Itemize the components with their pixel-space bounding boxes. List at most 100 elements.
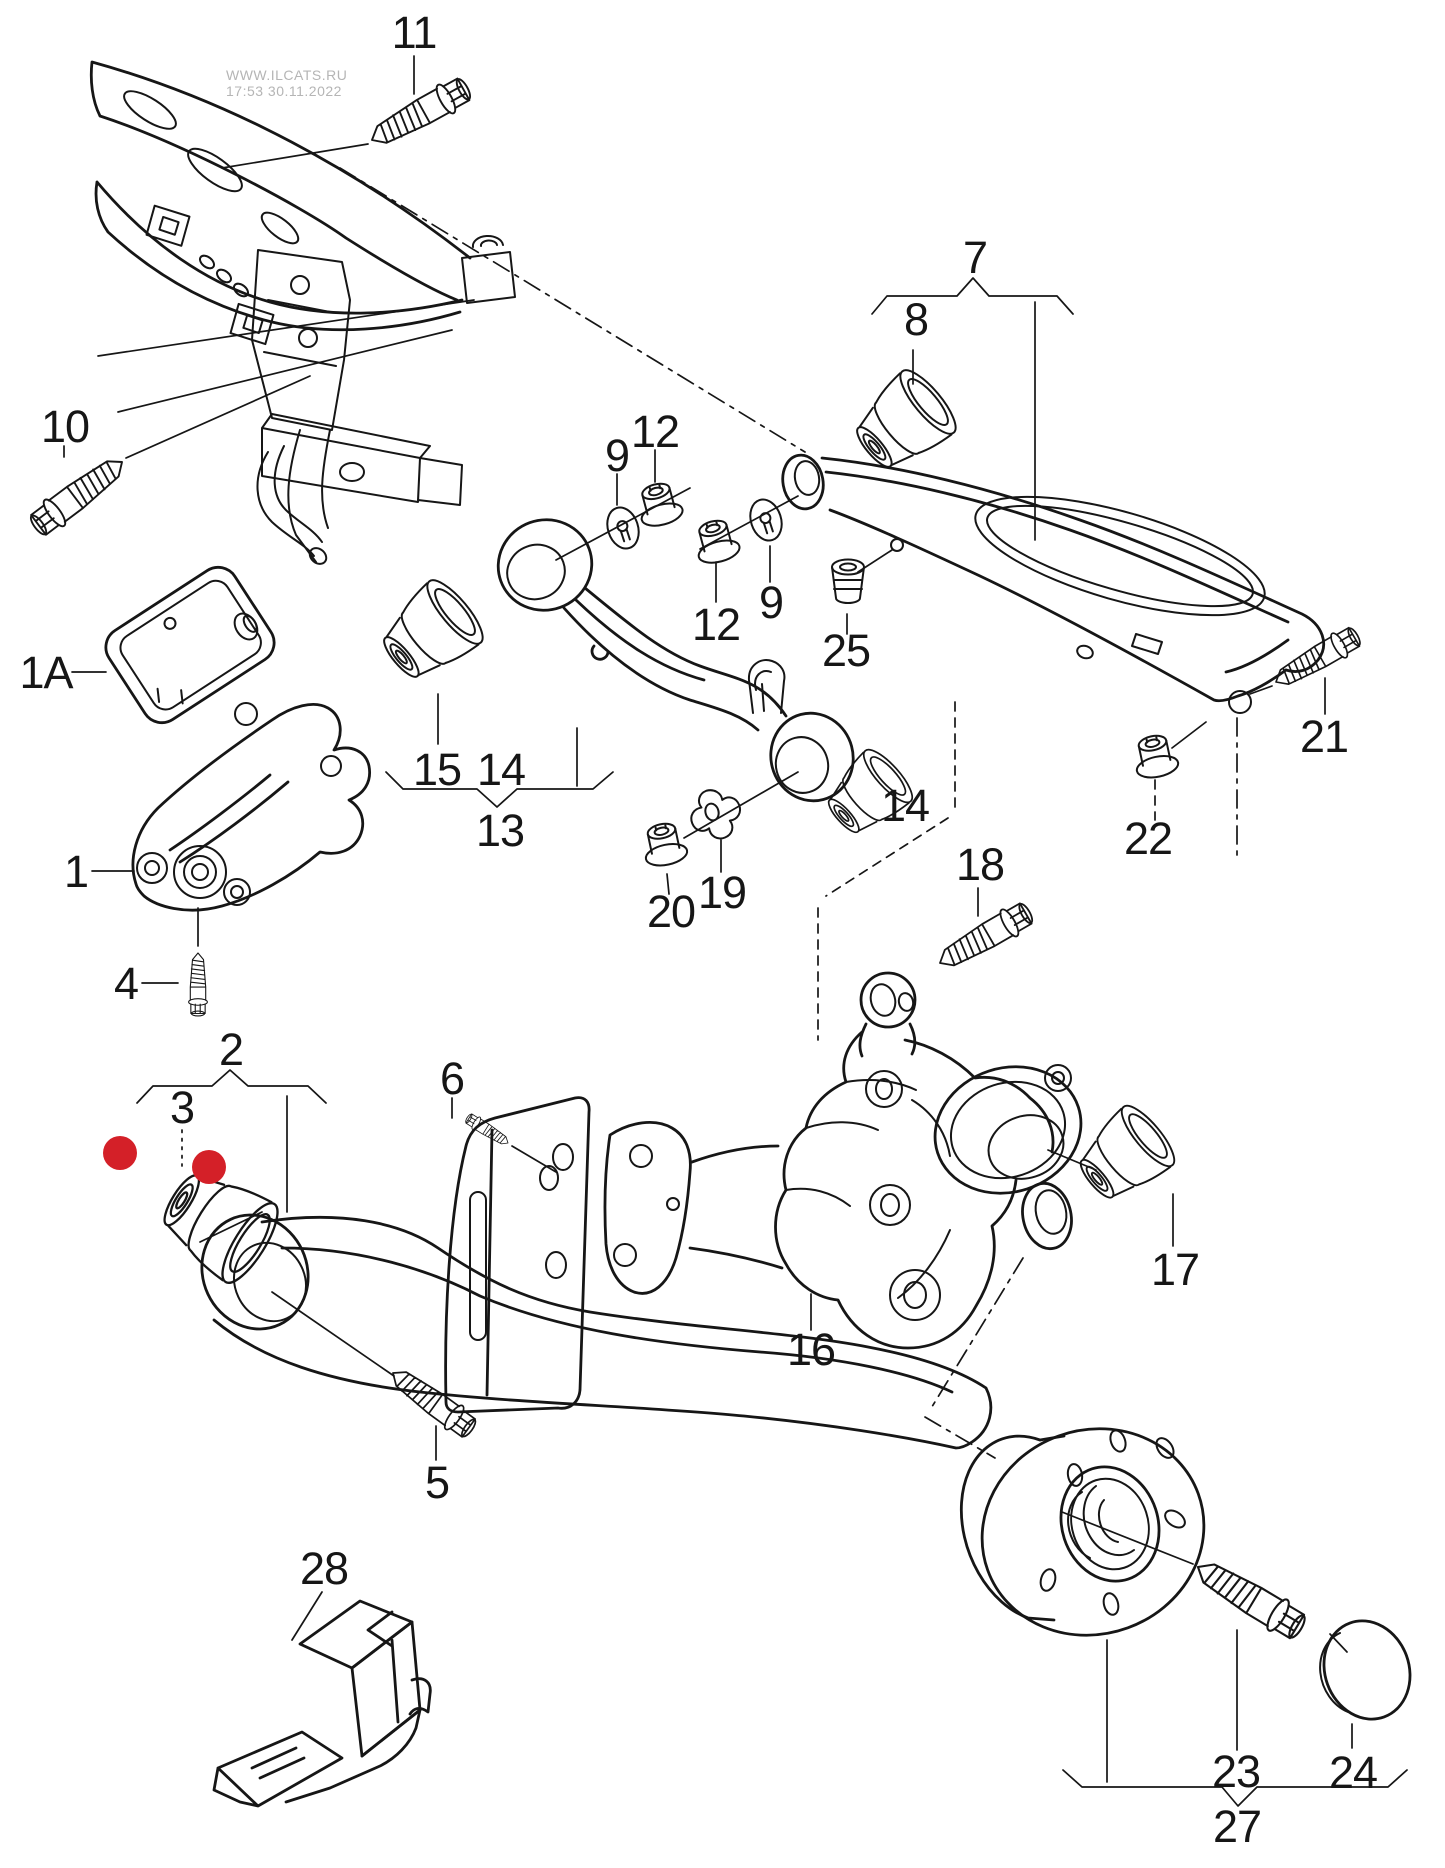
bolt-21 [1268,622,1366,695]
callout-25[interactable]: 25 [822,625,871,676]
callout-16[interactable]: 16 [787,1324,836,1375]
nut-22 [1129,731,1182,782]
cover-bump-in [242,614,258,633]
plate-hole-2 [539,1165,559,1191]
callout-13[interactable]: 13 [476,805,525,856]
callout-28[interactable]: 28 [300,1543,349,1594]
bolt-18 [931,897,1038,978]
hub-hole-6 [1102,1592,1120,1616]
callout-11[interactable]: 11 [392,7,438,58]
callout-15[interactable]: 15 [413,744,462,795]
subframe-bracket-hole-2 [298,328,318,348]
callout-14-right[interactable]: 14 [881,780,930,831]
housing-body [774,1022,1055,1350]
subframe-upper-arm [89,60,472,302]
callout-20[interactable]: 20 [647,886,696,937]
housing-bore-outer [933,1065,1083,1195]
cover-inner [119,579,262,711]
subframe-hole-b [215,268,233,284]
housing-top-boss-hole [897,992,915,1012]
callout-6[interactable]: 6 [440,1053,465,1104]
watermark-line1: WWW.ILCATS.RU [226,67,347,83]
housing-front-plate [603,1121,784,1295]
plate-hole-3 [545,1251,567,1279]
translink-cutout-outer [974,495,1266,617]
pointer-lines [97,143,1348,1653]
callout-17[interactable]: 17 [1151,1244,1200,1295]
translink-slot [1131,633,1163,655]
transverse-link-drawing [781,453,1325,714]
bracket1-hole2-in [230,885,244,899]
subframe-beam-hole [339,462,365,482]
callout-19[interactable]: 19 [698,867,747,918]
callout-1a[interactable]: 1A [19,647,74,698]
rivet-25-flange [831,558,865,576]
bracket-plate [444,1096,591,1414]
bracket28-web [350,1620,432,1758]
callout-9-lower[interactable]: 9 [759,577,784,628]
callout-3[interactable]: 3 [170,1082,195,1133]
trackrod-right-eye-outer [769,711,855,803]
track-rod-drawing [496,518,855,840]
subframe-center-bracket [251,249,351,431]
cap-24-drawing [1319,1619,1412,1721]
callout-12-upper[interactable]: 12 [631,406,680,457]
bushing-15 [368,572,492,694]
callout-1[interactable]: 1 [64,846,89,897]
subframe-beam [261,413,463,506]
callout-2[interactable]: 2 [219,1024,244,1075]
hub-hole-3 [1066,1463,1084,1487]
callout-12-lower[interactable]: 12 [692,599,741,650]
callout-8[interactable]: 8 [904,294,929,345]
callout-4[interactable]: 4 [114,958,139,1009]
bracket1-hole3 [234,702,258,726]
callout-23[interactable]: 23 [1212,1746,1261,1797]
translink-eye-inner [793,460,821,496]
callout-22[interactable]: 22 [1124,813,1173,864]
bushing-8 [841,362,965,484]
bracket1-hole1-in [144,860,160,876]
callout-7[interactable]: 7 [963,232,988,283]
housing-boss-d [889,1269,941,1321]
callout-tick-lines [63,55,1353,1783]
callout-9-upper[interactable]: 9 [605,430,630,481]
subframe-bracket-hole-1 [290,275,310,295]
translink-small-hole [890,538,904,552]
nut-12-lower [689,515,743,568]
callout-5[interactable]: 5 [425,1457,450,1508]
trackrod-arm [562,586,788,732]
nut-20 [638,819,691,870]
subframe-slot-2 [187,147,243,193]
housing-boss-c [869,1184,911,1226]
callout-10[interactable]: 10 [41,401,90,452]
housing-top-boss [859,971,917,1029]
callout-18[interactable]: 18 [956,839,1005,890]
callout-14-left[interactable]: 14 [477,744,526,795]
front-plate-hole-3 [666,1197,680,1211]
callout-27[interactable]: 27 [1213,1801,1262,1852]
wheel-bearing-housing-drawing [603,971,1083,1350]
callout-21[interactable]: 21 [1300,711,1349,762]
housing-bore-inner [987,1114,1065,1180]
cover-1a-drawing [104,565,276,725]
subframe-end-cap [461,234,516,304]
housing-rear-eye-outer [1021,1181,1073,1251]
trackrod-eye-inner [506,543,566,601]
housing-boss-b-hole [875,1078,893,1100]
stabilizer-hook [256,445,323,557]
hub-hole-5 [1039,1568,1057,1592]
bracket28-foot [212,1730,344,1808]
bracket1-hole2 [223,878,251,906]
bolt-5 [383,1360,482,1443]
subframe-square-pad-2 [229,302,275,346]
housing-detail-lines [785,1079,951,1299]
washer-9-upper [601,502,645,554]
highlight-dot-2 [192,1150,226,1184]
callout-24[interactable]: 24 [1329,1747,1378,1798]
housing-boss-b [865,1070,903,1108]
watermark: WWW.ILCATS.RU 17:53 30.11.2022 [226,67,347,99]
subframe-square-pad-1 [145,204,191,247]
subframe-hole-a [198,254,216,270]
bracket-1-drawing [131,702,372,912]
subframe-lower-arm [94,180,464,332]
